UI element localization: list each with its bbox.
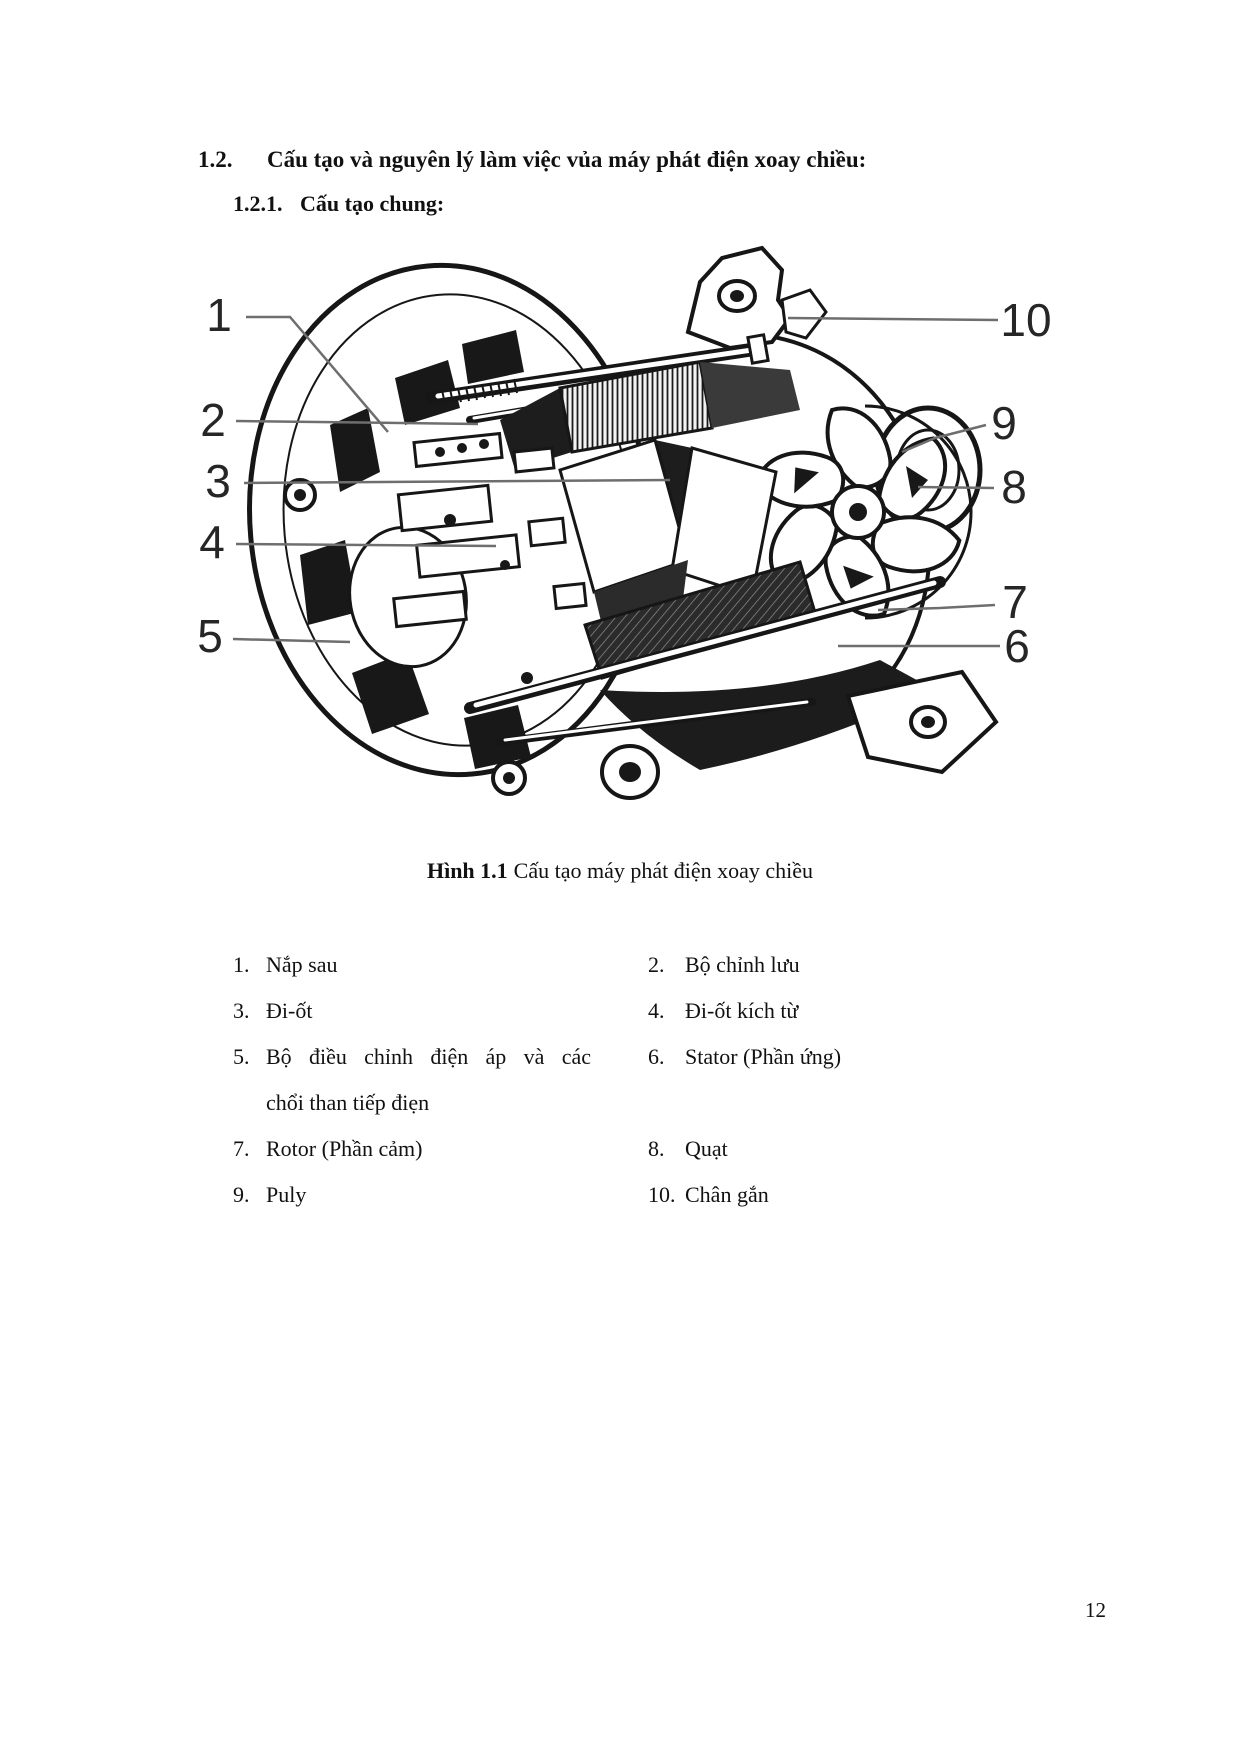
subsection-title: Cấu tạo chung: [300,191,445,216]
item-number: 2. [648,952,665,977]
section-heading: 1.2. Cấu tạo và nguyên lý làm việc vủa má… [198,147,866,173]
leader-line-9 [901,423,987,454]
list-item: 7. Rotor (Phần cảm) [233,1126,591,1172]
subsection-number: 1.2.1. [233,191,283,216]
alternator-cutaway-figure: 1 2 3 4 5 6 7 8 9 10 [190,240,1060,840]
leader-line-1 [246,315,389,433]
list-item: 3. Đi-ốt [233,988,591,1034]
section-number: 1.2. [198,147,233,172]
figure-callout-9: 9 [991,397,1017,449]
parts-list-right-column: 2. Bộ chỉnh lưu 4. Đi-ốt kích từ 6. Stat… [648,942,993,1218]
leader-lines [232,315,1000,648]
item-label: Đi-ốt kích từ [685,998,799,1023]
housing-shadow-band [600,660,935,770]
item-label: Bộ điều chỉnh điện áp và các chổi than ti… [266,1034,591,1126]
item-number: 6. [648,1044,665,1069]
item-label: Bộ chỉnh lưu [685,952,800,977]
item-label: Đi-ốt [266,998,313,1023]
item-label-line-2: chổi than tiếp điẹn [266,1090,430,1115]
item-number: 1. [233,952,250,977]
leader-line-3 [243,478,671,485]
list-item: 8. Quạt [648,1126,993,1172]
leader-line-4 [235,542,497,548]
leader-line-5 [232,637,351,644]
item-label: Quạt [685,1136,728,1161]
subsection-heading: 1.2.1. Cấu tạo chung: [233,191,444,216]
item-label: Nắp sau [266,952,338,977]
figure-callout-1: 1 [206,289,232,341]
item-label: Chân gắn [685,1182,769,1207]
item-label: Puly [266,1182,307,1207]
list-item: 2. Bộ chỉnh lưu [648,942,993,988]
item-label: Rotor (Phần cảm) [266,1136,423,1161]
figure-callout-4: 4 [199,516,225,568]
item-label: Stator (Phần ứng) [685,1044,842,1069]
item-number: 10. [648,1182,676,1207]
page-number: 12 [1085,1598,1106,1622]
list-item: 5. Bộ điều chỉnh điện áp và các chổi than… [233,1034,591,1126]
figure-callout-6: 6 [1004,620,1030,672]
front-foot [845,669,999,775]
diodes [435,439,510,570]
parts-list-left-column: 1. Nắp sau 3. Đi-ốt 5. Bộ điều chỉnh điệ… [233,942,591,1218]
item-number: 5. [233,1044,250,1069]
figure-callout-10: 10 [1000,294,1051,346]
figure-callout-5: 5 [197,610,223,662]
list-item: 9. Puly [233,1172,591,1218]
figure-caption-text: Cấu tạo máy phát điện xoay chiều [513,858,814,883]
item-number: 4. [648,998,665,1023]
bottom-lug [600,744,660,800]
figure-callout-2: 2 [200,394,226,446]
figure-callout-8: 8 [1001,461,1027,513]
item-number: 9. [233,1182,250,1207]
item-label-line-1: Bộ điều chỉnh điện áp và các [266,1044,591,1069]
list-item: 1. Nắp sau [233,942,591,988]
mounting-lug [685,245,828,351]
leader-line-2 [235,419,479,426]
item-number: 7. [233,1136,250,1161]
figure-callout-3: 3 [205,455,231,507]
figure-caption-label: Hình 1.1 [426,858,508,883]
shaft [464,576,946,746]
item-number: 8. [648,1136,665,1161]
alternator-cutaway-svg: 1 2 3 4 5 6 7 8 9 10 [197,245,1052,800]
section-title: Cấu tạo và nguyên lý làm việc vủa máy ph… [267,147,867,172]
list-item: 4. Đi-ốt kích từ [648,988,993,1034]
list-item: 10. Chân gắn [648,1172,993,1218]
list-item: 6. Stator (Phần ứng) [648,1034,993,1080]
leader-line-10 [787,316,999,322]
figure-callout-7: 7 [1002,576,1028,628]
stator-windings [500,360,800,470]
leader-line-8 [917,485,995,490]
leader-line-7 [877,603,996,612]
item-number: 3. [233,998,250,1023]
